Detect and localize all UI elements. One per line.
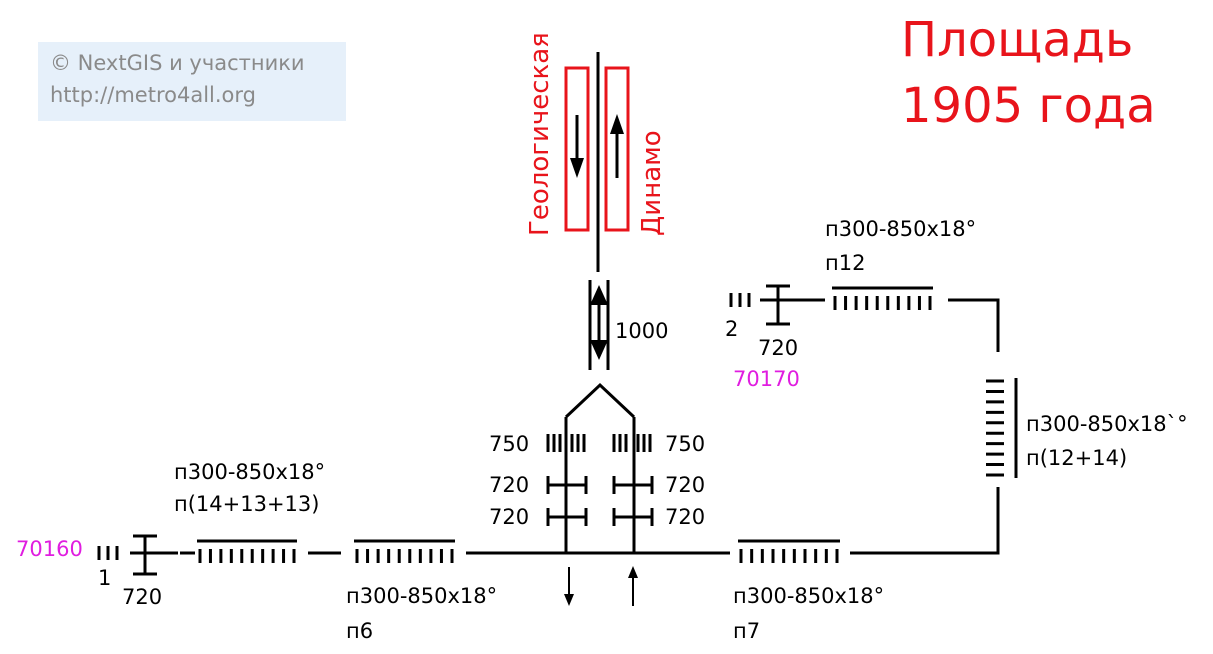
exit-arrow-down-icon (564, 567, 574, 606)
stair-label-top-right-line2: п12 (825, 251, 865, 275)
gate-tick-symbols (97, 293, 751, 560)
turnstile-group-right (612, 476, 654, 526)
stair-symbols (197, 286, 1018, 563)
exit1-number: 1 (98, 566, 111, 590)
credits-line1: © NextGIS и участники (50, 51, 305, 75)
hall-roof (564, 382, 636, 419)
turnstile-label-left-top: 750 (489, 432, 529, 456)
exit2-id: 70170 (733, 367, 800, 391)
escalator-bidirectional-arrow-icon (590, 285, 608, 360)
platform-tracks (564, 66, 630, 232)
turnstile-label-left-2: 720 (489, 505, 529, 529)
entry-arrow-up-icon (628, 566, 638, 606)
turnstile-group-left (546, 476, 588, 526)
station-title-line1: Площадь (901, 12, 1133, 68)
stair-label-vertical-line1: п300-850х18`° (1026, 412, 1188, 436)
turnstile-label-right-top: 750 (665, 432, 705, 456)
direction-label-right: Динамо (637, 130, 667, 236)
credits-box: © NextGIS и участники http://metro4all.o… (38, 42, 346, 121)
station-title-line2: 1905 года (901, 78, 1156, 134)
turnstile-label-right-2: 720 (665, 505, 705, 529)
passage-segment (850, 487, 1000, 555)
stair-label-bottom-mid-line2: п6 (346, 619, 373, 643)
turnstile-label-right-1: 720 (665, 473, 705, 497)
exit2-width: 720 (758, 336, 798, 360)
exit2-gate (760, 284, 796, 326)
exit1-id: 70160 (16, 537, 83, 561)
exit1-width: 720 (122, 585, 162, 609)
stair-label-bottom-left-line2: п(14+13+13) (174, 492, 319, 516)
stair-label-bottom-right-line1: п300-850х18° (733, 584, 884, 608)
stair-label-bottom-mid-line1: п300-850х18° (346, 584, 497, 608)
escalator-width-label: 1000 (615, 319, 668, 343)
turnstile-label-left-1: 720 (489, 473, 529, 497)
exit2-number: 2 (725, 317, 738, 341)
stair-label-top-right-line1: п300-850х18° (825, 217, 976, 241)
passage-segment (948, 298, 1000, 352)
stair-label-vertical-line2: п(12+14) (1026, 446, 1127, 470)
direction-label-left: Геологическая (525, 32, 555, 236)
arrow-down-icon (570, 115, 584, 178)
arrow-up-icon (610, 114, 624, 178)
stair-label-bottom-right-line2: п7 (733, 619, 760, 643)
exit1-gate (130, 534, 178, 576)
stair-label-bottom-left-line1: п300-850х18° (174, 460, 325, 484)
credits-line2: http://metro4all.org (50, 83, 256, 107)
